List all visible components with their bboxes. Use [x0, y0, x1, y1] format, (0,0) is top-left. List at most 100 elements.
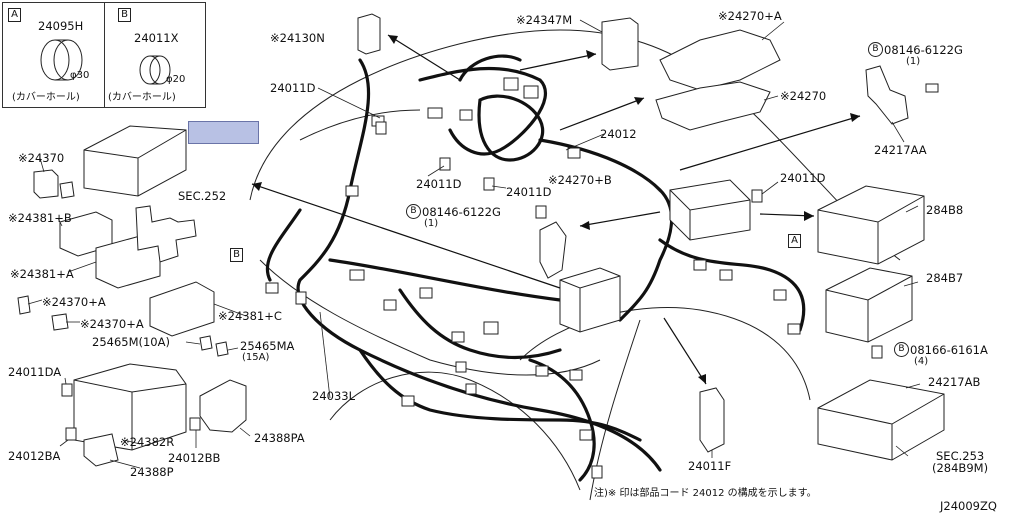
label-24011DA[interactable]: 24011DA: [8, 365, 62, 379]
bolt-icon-24011D-right: [751, 189, 763, 203]
label-24217AA[interactable]: 24217AA: [874, 143, 927, 157]
label-284B8[interactable]: 284B8: [926, 203, 964, 217]
label-24011D-top[interactable]: 24011D: [270, 81, 316, 95]
label-24011F[interactable]: 24011F: [688, 459, 732, 473]
label-24370A-1[interactable]: ※24370+A: [42, 295, 106, 309]
harness-lower-right: [658, 238, 806, 332]
legend-a-part: 24095H: [38, 19, 84, 33]
relay-group-sec252: [135, 205, 197, 263]
label-25465MA-amp: (15A): [242, 352, 270, 363]
bracket-24388P: [83, 433, 119, 467]
fuse-24370A-2: [51, 313, 69, 331]
harness-lower: [358, 348, 642, 442]
bolt-24012BB: [189, 417, 201, 431]
label-sec252[interactable]: SEC.252: [178, 189, 227, 203]
strut-outline: [589, 319, 641, 501]
label-24270A[interactable]: ※24270+A: [718, 9, 782, 23]
label-08146-top[interactable]: 08146-6122G: [884, 43, 963, 57]
label-24011D-mid1[interactable]: 24011D: [416, 177, 462, 191]
label-24382R[interactable]: ※24382R: [120, 435, 175, 449]
bracket-mid: [539, 221, 567, 279]
harness-mid: [398, 288, 562, 360]
label-08166[interactable]: 08166-6161A: [910, 343, 988, 357]
part-24347M-shape: [601, 17, 639, 71]
cowl-outline: [299, 109, 421, 141]
bolt-type-b-badge-2: B: [406, 204, 421, 219]
label-24370A-2[interactable]: ※24370+A: [80, 317, 144, 331]
harness-cross: [328, 258, 562, 302]
ipdm-box: [559, 267, 621, 333]
bolt-24012BA: [65, 427, 77, 441]
harness-top-branch: [458, 54, 522, 82]
cover-hole-marker-b: B: [230, 248, 243, 262]
fuse-25465MA: [215, 341, 229, 357]
label-24370[interactable]: ※24370: [18, 151, 65, 165]
footnote: 注)※ 印は部品コード 24012 の構成を示します。: [594, 488, 817, 499]
arrow-to-24270: [559, 97, 645, 131]
label-sec253[interactable]: SEC.253: [936, 449, 985, 463]
label-24270[interactable]: ※24270: [780, 89, 827, 103]
label-08146-mid[interactable]: 08146-6122G: [422, 205, 501, 219]
harness-upper: [418, 66, 548, 156]
part-24130N-shape: [357, 13, 381, 55]
fuse-25465M: [199, 335, 213, 351]
arrow-to-24347M: [519, 53, 597, 71]
legend-b-caption: (カバーホール): [108, 92, 176, 103]
legend-box-a: A: [8, 8, 21, 22]
label-08146-top-qty: (1): [906, 56, 921, 67]
bolt-24011DA: [61, 383, 73, 397]
tray-24217AB: [817, 379, 945, 461]
label-25465MA[interactable]: 25465MA: [240, 339, 295, 353]
bolt-icon-top: [925, 83, 939, 93]
bolt-type-b-badge-3: B: [894, 342, 909, 357]
label-24012BB[interactable]: 24012BB: [168, 451, 221, 465]
cover-hole-marker-a: A: [788, 234, 801, 248]
arrow-to-24130N: [387, 34, 461, 81]
label-284B7[interactable]: 284B7: [926, 271, 964, 285]
label-25465M[interactable]: 25465M(10A): [92, 335, 170, 349]
label-08146-mid-qty: (1): [424, 218, 439, 229]
label-24130N[interactable]: ※24130N: [270, 31, 325, 45]
bolt-24011D-top: [375, 121, 387, 135]
legend-a-caption: (カバーホール): [12, 92, 80, 103]
harness-ring: [477, 94, 545, 162]
bolt-type-b-badge: B: [868, 42, 883, 57]
label-24012BA[interactable]: 24012BA: [8, 449, 61, 463]
bolt-24011D-mid2: [483, 177, 495, 191]
body-outline: [249, 29, 901, 261]
relay-24370: [33, 169, 59, 199]
module-284B7: [825, 267, 913, 343]
label-24381B[interactable]: ※24381+B: [8, 211, 72, 225]
fender-outline: [519, 307, 811, 401]
label-24011D-mid2[interactable]: 24011D: [506, 185, 552, 199]
part-24270A-shape: [659, 29, 781, 91]
legend-b-diameter: φ20: [166, 74, 186, 85]
label-24012[interactable]: 24012: [600, 127, 637, 141]
arrow-to-bracket: [579, 211, 661, 227]
bracket-24388PA: [199, 379, 247, 433]
legend-box-b: B: [118, 8, 131, 22]
label-24388PA[interactable]: 24388PA: [254, 431, 305, 445]
legend-b-part: 24011X: [134, 31, 179, 45]
harness-left: [265, 208, 302, 282]
label-24033L[interactable]: 24033L: [312, 389, 355, 403]
fuse-block-24381C: [149, 281, 215, 337]
module-284B8: [817, 185, 925, 265]
label-24381C[interactable]: ※24381+C: [218, 309, 282, 323]
bolt-08146-mid: [535, 205, 547, 219]
relay-small: [59, 181, 75, 199]
label-24388P[interactable]: 24388P: [130, 465, 174, 479]
label-24217AB[interactable]: 24217AB: [928, 375, 981, 389]
ecm-module: [669, 179, 751, 241]
label-24381A[interactable]: ※24381+A: [10, 267, 74, 281]
legend-divider: [104, 3, 105, 107]
highlighted-part-callout[interactable]: [188, 121, 259, 144]
label-24347M[interactable]: ※24347M: [516, 13, 573, 27]
label-24270B[interactable]: ※24270+B: [548, 173, 612, 187]
arrow-to-sec252: [251, 183, 561, 289]
label-sec253-sub: (284B9M): [932, 461, 989, 475]
part-24217AA-shape: [865, 65, 909, 125]
harness-low-loop: [528, 358, 596, 482]
label-24011D-right[interactable]: 24011D: [780, 171, 826, 185]
fuse-24370A-1: [17, 295, 31, 315]
